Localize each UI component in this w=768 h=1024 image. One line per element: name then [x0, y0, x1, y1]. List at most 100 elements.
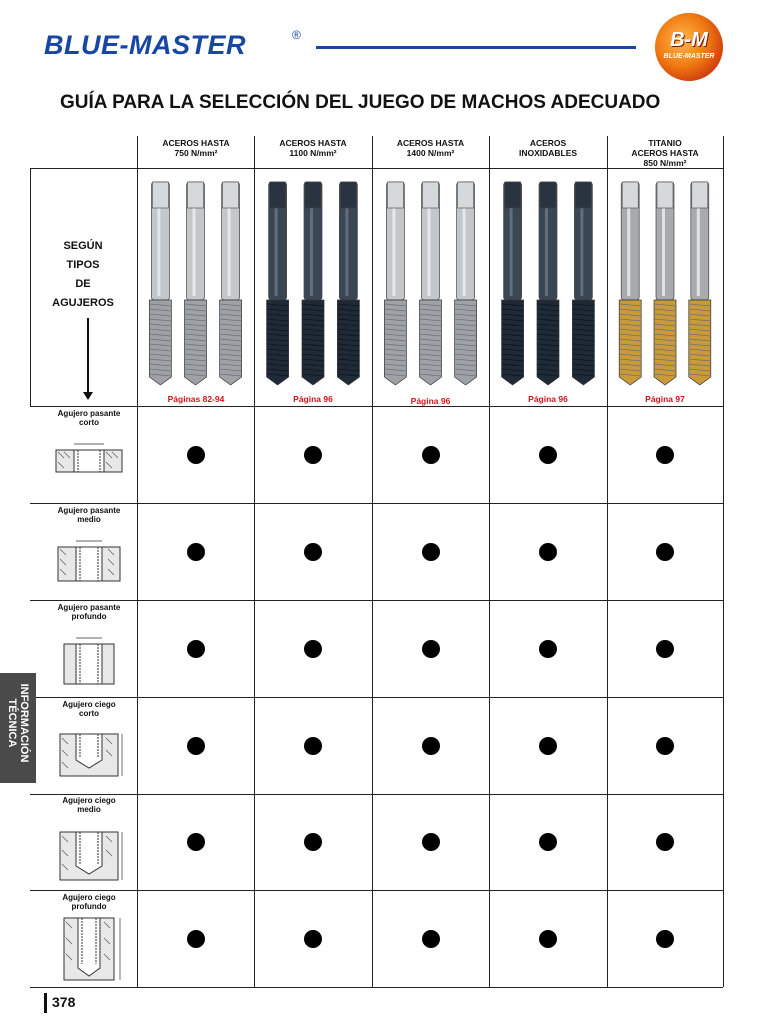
tap-thread-line: [419, 373, 442, 377]
page-reference[interactable]: Página 96: [293, 394, 333, 404]
tap-thread: [501, 299, 524, 386]
tap-thread-line: [454, 333, 477, 337]
tap-thread-line: [536, 348, 560, 352]
tap-thread-line: [219, 373, 242, 377]
tap-thread: [384, 299, 407, 386]
page-number: 378: [52, 994, 76, 1010]
tap-thread-line: [653, 343, 677, 347]
selection-dot: [421, 736, 440, 755]
tap-thread-line: [619, 363, 642, 367]
selection-dot: [186, 542, 205, 561]
tap-thread-line: [184, 343, 207, 347]
tap-thread-line: [301, 313, 325, 317]
tap-thread: [572, 299, 595, 386]
tap-thread-line: [384, 343, 407, 347]
tap-thread-line: [337, 303, 360, 307]
tap-thread-line: [536, 303, 560, 307]
tap-thread-line: [266, 303, 289, 307]
tap-thread-line: [266, 373, 289, 377]
tap-thread-line: [219, 368, 242, 372]
tap-thread: [536, 299, 560, 386]
selection-dot: [539, 542, 557, 561]
selection-dot: [539, 833, 557, 851]
tap-highlight: [392, 186, 396, 296]
tap-thread-line: [219, 323, 242, 327]
tap-square: [504, 181, 521, 209]
selection-dot: [186, 833, 205, 851]
tap-thread-line: [619, 358, 642, 362]
selection-dot: [656, 445, 674, 464]
tap-thread-line: [219, 358, 242, 362]
tap-thread-line: [419, 333, 442, 337]
tap-thread-line: [384, 333, 407, 337]
tap-thread-line: [149, 318, 172, 322]
page-reference[interactable]: Página 96: [528, 394, 568, 404]
tap-thread-line: [688, 338, 711, 342]
selection-dot: [421, 929, 440, 948]
row-divider: [30, 503, 723, 504]
tap-thread-line: [337, 373, 360, 377]
tap-highlight: [696, 186, 700, 296]
tap-thread-line: [184, 353, 207, 357]
tap-thread-line: [688, 373, 711, 377]
tap-square: [422, 181, 439, 209]
tap-thread-line: [619, 308, 642, 312]
tap-shank: [386, 181, 405, 301]
page-reference[interactable]: Páginas 82-94: [167, 394, 225, 404]
tap-thread-line: [501, 363, 524, 367]
tap-thread-line: [384, 308, 407, 312]
tap-thread-line: [688, 358, 711, 362]
tap-thread-line: [184, 318, 207, 322]
tap-thread-line: [454, 308, 477, 312]
tap-thread-line: [501, 333, 524, 337]
tap-thread-line: [384, 313, 407, 317]
tap-thread-line: [384, 363, 407, 367]
tap-thread-line: [219, 333, 242, 337]
down-arrow-icon: [87, 318, 89, 398]
tap-thread-line: [149, 313, 172, 317]
tap-thread: [337, 299, 360, 386]
tap-thread-line: [419, 338, 442, 342]
tap-thread-line: [301, 368, 325, 372]
logo-text: B-M: [670, 29, 708, 51]
tap-thread-line: [149, 328, 172, 332]
tap-thread-line: [454, 313, 477, 317]
page-reference[interactable]: Página 97: [645, 394, 685, 404]
page-reference[interactable]: Página 96: [410, 396, 451, 406]
tap-thread-line: [219, 343, 242, 347]
tap-thread-line: [572, 353, 595, 357]
tap-thread-line: [149, 333, 172, 337]
registered-mark: ®: [292, 28, 301, 42]
bm-logo-badge: B-M BLUE-MASTER: [655, 13, 723, 81]
tap-thread-line: [688, 308, 711, 312]
tap-square: [575, 181, 592, 209]
tap-thread-line: [266, 323, 289, 327]
side-label-line: TIPOS: [66, 259, 100, 271]
tap-thread-line: [501, 343, 524, 347]
tap-highlight: [462, 186, 466, 296]
tap-thread-line: [572, 368, 595, 372]
tap-thread-line: [149, 363, 172, 367]
tap-thread-line: [301, 348, 325, 352]
tap-thread-line: [337, 343, 360, 347]
tap-thread-line: [266, 338, 289, 342]
tap-thread: [184, 299, 207, 386]
tap-thread-line: [501, 368, 524, 372]
tap-thread: [688, 299, 712, 386]
selection-dot: [186, 445, 205, 464]
column-divider: [723, 136, 724, 987]
tap-shank: [221, 181, 240, 301]
tap-thread-line: [149, 343, 172, 347]
tap-thread-line: [384, 338, 407, 342]
selection-dot: [539, 929, 557, 948]
tap-highlight: [662, 186, 665, 296]
tap-thread-line: [501, 303, 524, 307]
tap-thread-line: [219, 328, 242, 332]
tap-thread-line: [384, 318, 407, 322]
tap-thread-line: [149, 368, 172, 372]
tap-square: [222, 181, 239, 209]
tap-thread-line: [619, 323, 642, 327]
tap-thread-line: [688, 313, 711, 317]
